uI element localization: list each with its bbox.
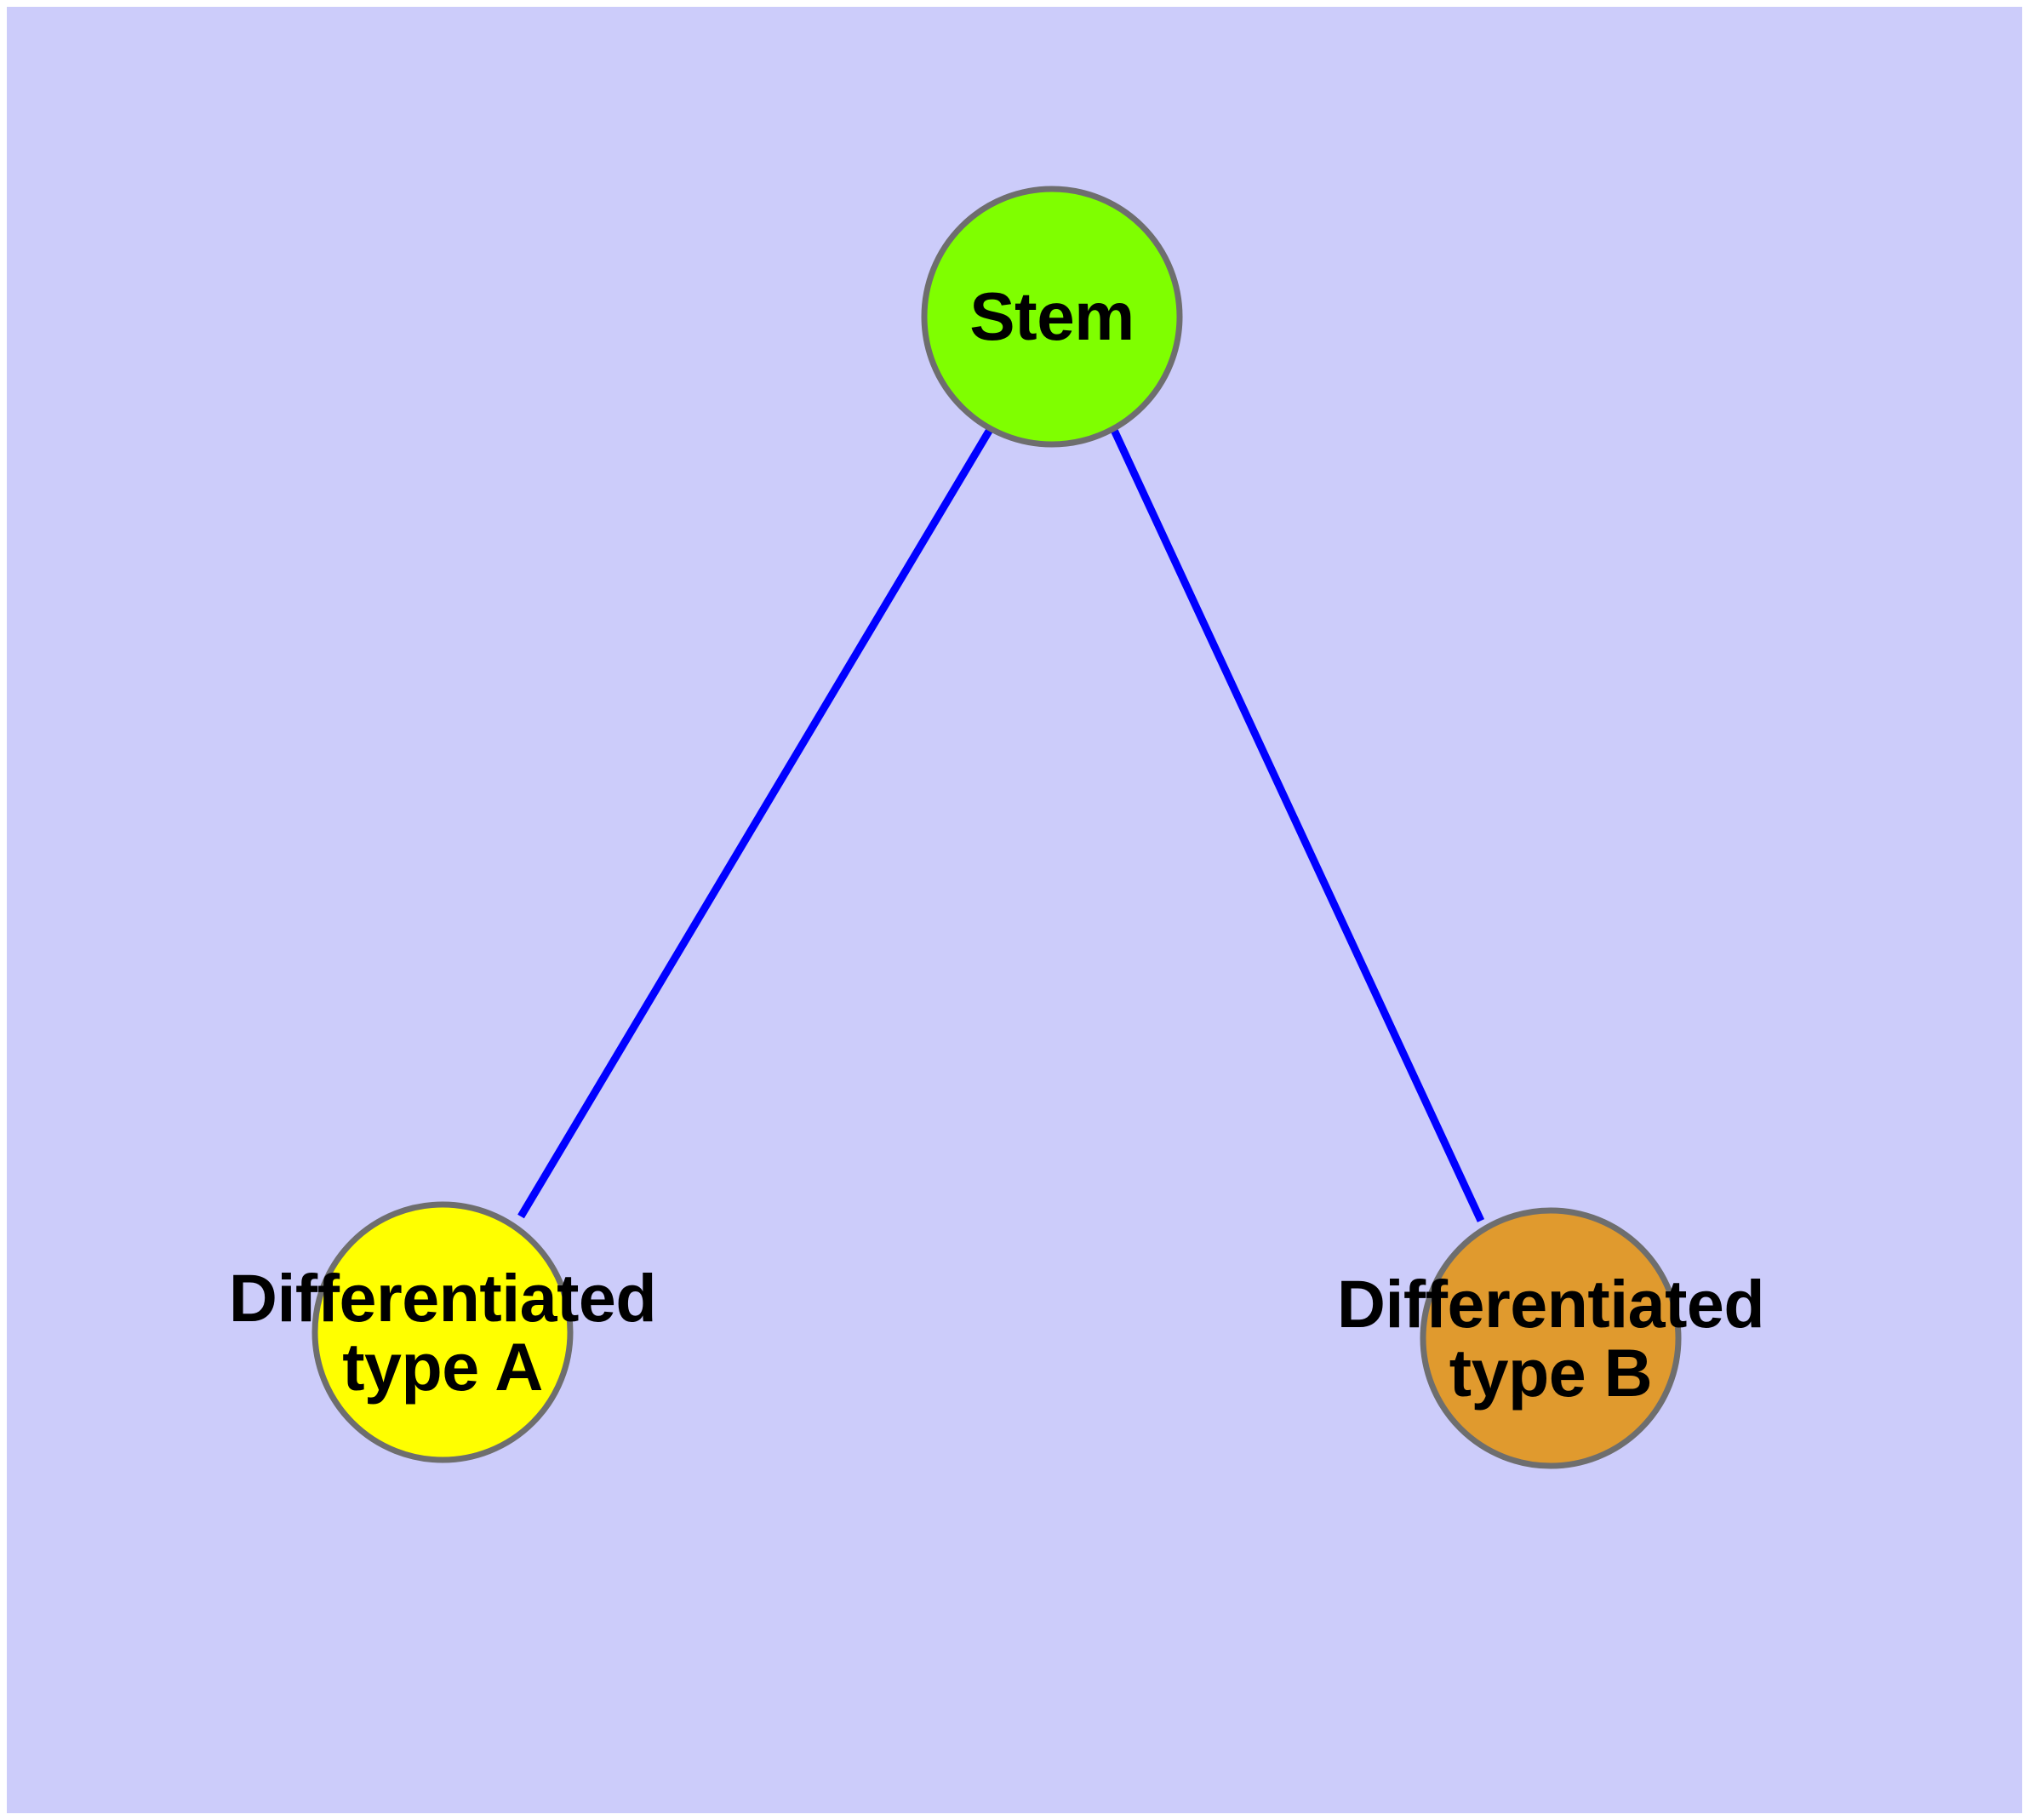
nodes-group — [311, 186, 1682, 1469]
node-differentiated-type-a[interactable] — [311, 1201, 574, 1463]
edge-stem-to-diff_b[interactable] — [1109, 426, 1485, 1222]
edge-stem-to-diff_a[interactable] — [517, 426, 994, 1219]
node-stem[interactable] — [921, 186, 1183, 448]
node-differentiated-type-b[interactable] — [1420, 1207, 1682, 1469]
edges-group — [517, 426, 1485, 1222]
